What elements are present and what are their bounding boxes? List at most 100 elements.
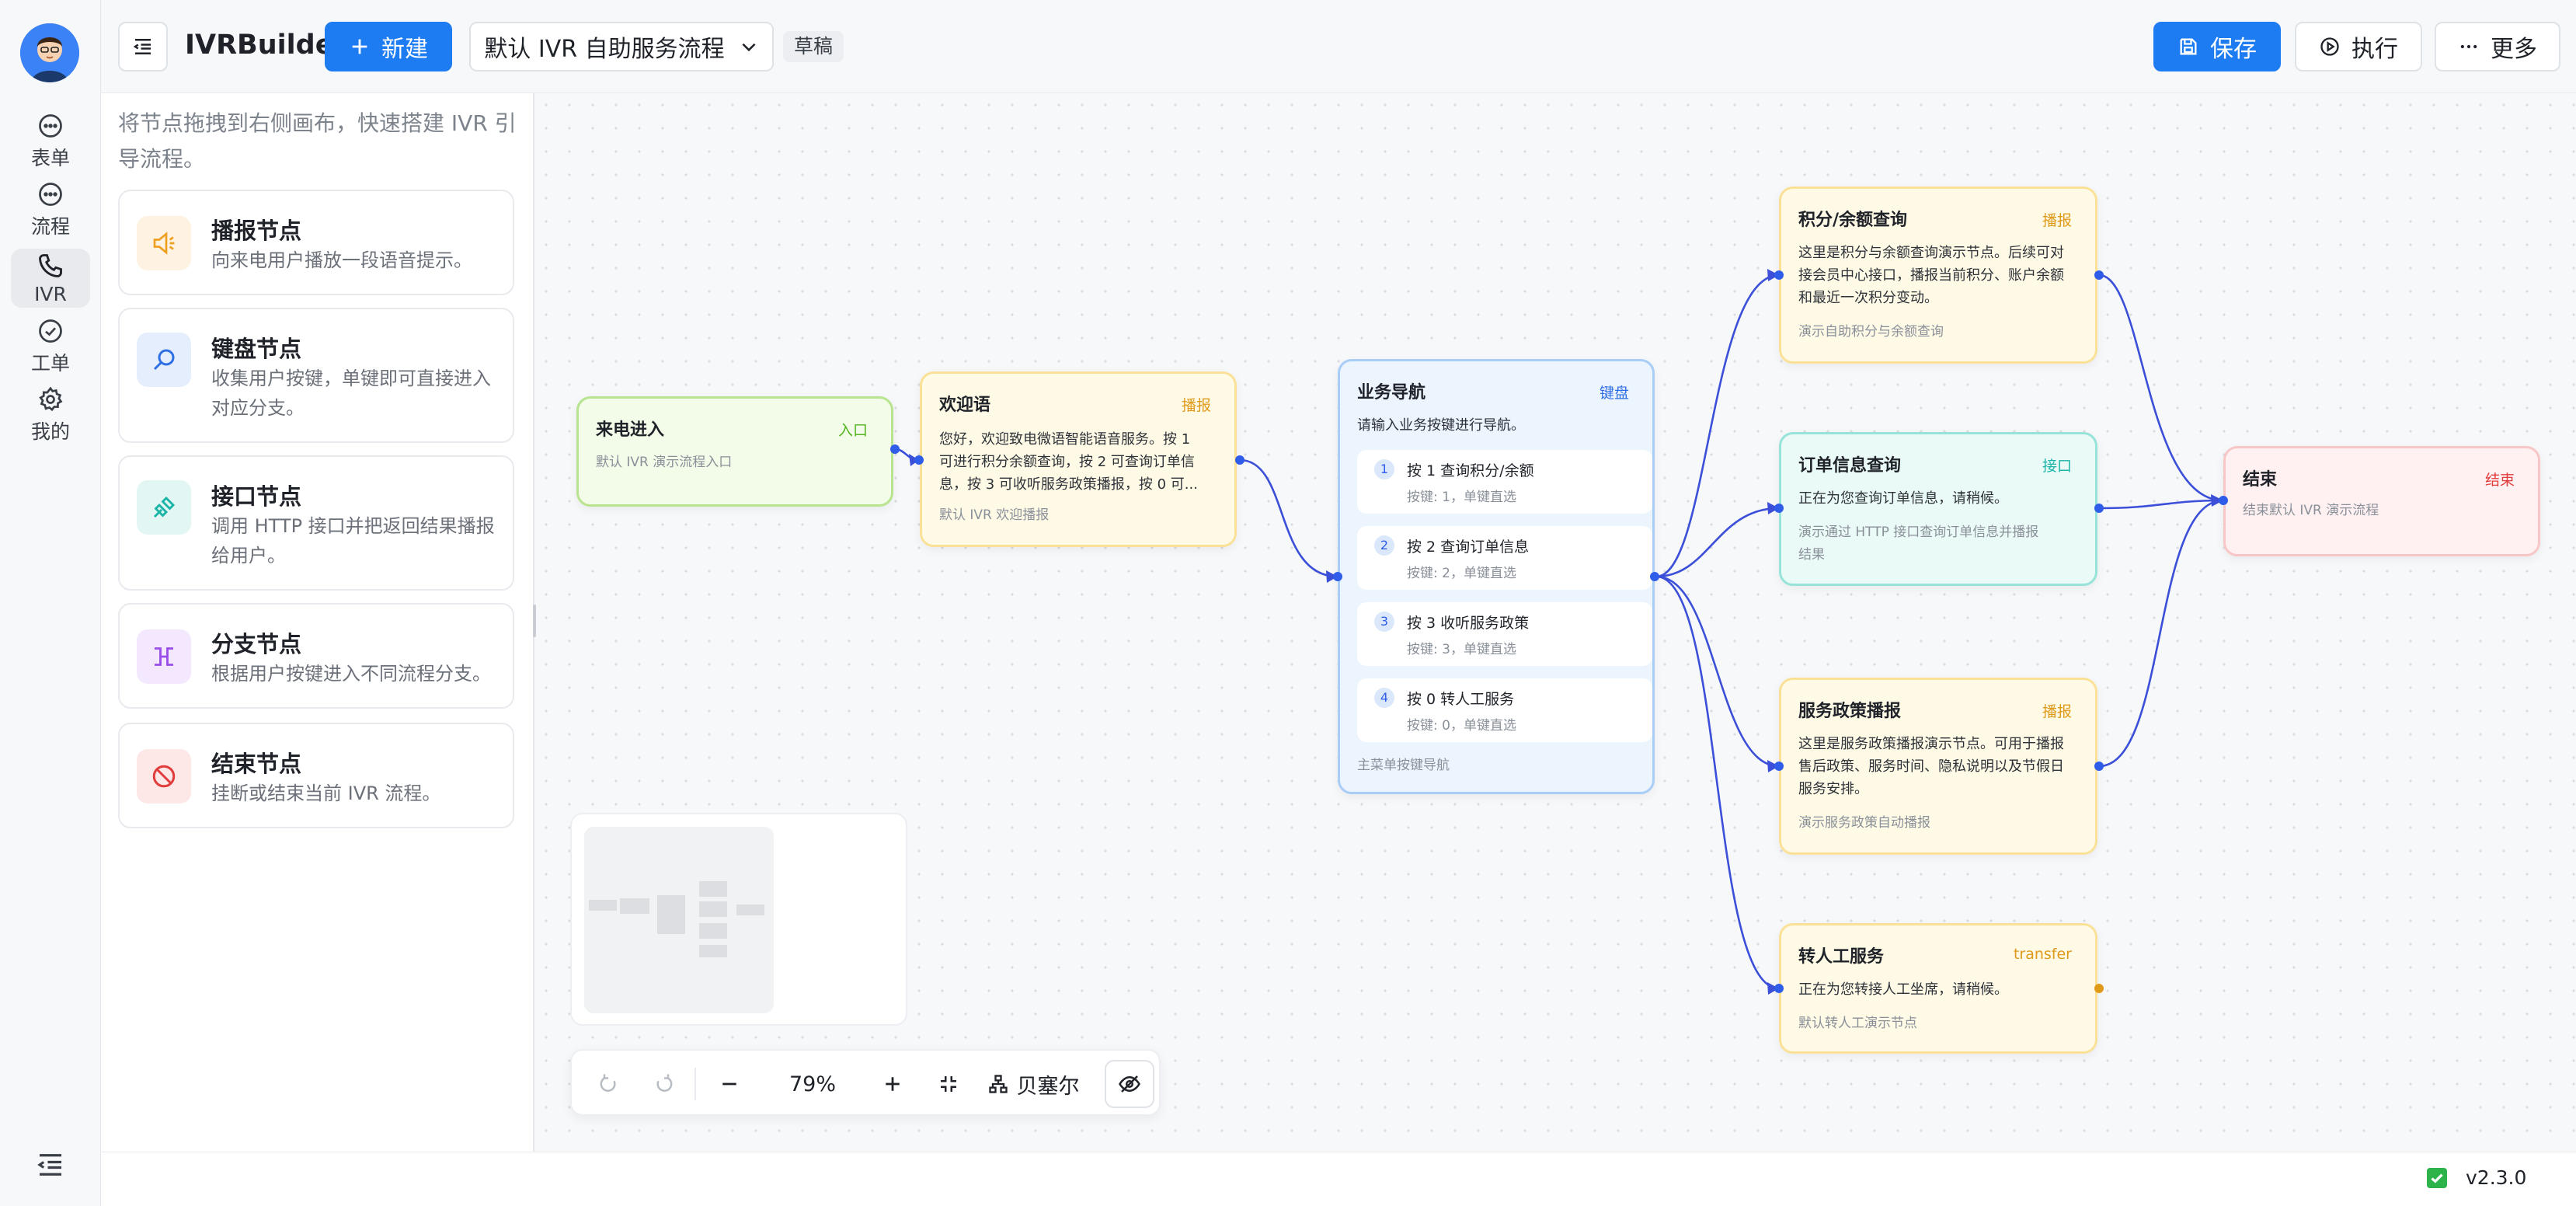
phone-icon xyxy=(39,253,62,277)
node-port[interactable] xyxy=(1235,455,1244,465)
toggle-sidebar-button[interactable] xyxy=(118,22,168,71)
fit-view-button[interactable] xyxy=(931,1066,966,1102)
check-circle-icon xyxy=(39,319,62,343)
node-port[interactable] xyxy=(1774,984,1784,993)
chevron-down-icon xyxy=(742,43,756,52)
app-title: IVRBuilder xyxy=(185,30,347,61)
node-port[interactable] xyxy=(2094,984,2104,993)
top-header: IVRBuilder 新建 默认 IVR 自助服务流程 草稿 保存 执行 更多 xyxy=(101,0,2576,93)
toggle-visibility-button[interactable] xyxy=(1105,1060,1154,1108)
toolbar-divider xyxy=(694,1068,696,1100)
node-type-tag: 结束 xyxy=(2484,472,2515,489)
plus-icon xyxy=(886,1077,900,1091)
redo-button[interactable] xyxy=(646,1066,682,1102)
node-type-tag: 播报 xyxy=(2042,212,2072,229)
node-port[interactable] xyxy=(2094,504,2104,513)
node-welcome[interactable]: 欢迎语 播报 您好，欢迎致电微语智能语音服务。按 1 可进行积分余额查询，按 2… xyxy=(920,371,1237,547)
node-entry[interactable]: 来电进入 入口 默认 IVR 演示流程入口 xyxy=(576,396,893,507)
rail-item-label: IVR xyxy=(34,282,67,305)
node-port[interactable] xyxy=(2219,496,2228,505)
edge-style-button[interactable]: 贝塞尔 xyxy=(985,1066,1081,1102)
plug-icon xyxy=(137,480,191,535)
palette-item-broadcast[interactable]: 播报节点 向来电用户播放一段语音提示。 xyxy=(118,190,514,295)
panel-resize-handle[interactable] xyxy=(533,605,536,637)
palette-item-end[interactable]: 结束节点 挂断或结束当前 IVR 流程。 xyxy=(118,723,514,828)
plus-icon xyxy=(352,39,367,54)
canvas-toolbar: 79% 贝塞尔 xyxy=(570,1049,1161,1116)
play-circle-icon xyxy=(2320,37,2339,56)
fit-view-icon xyxy=(941,1076,956,1092)
node-policy-broadcast[interactable]: 服务政策播报 播报 这里是服务政策播报演示节点。可用于播报 售后政策、服务时间、… xyxy=(1779,678,2097,855)
branch-icon xyxy=(137,629,191,684)
node-type-tag: transfer xyxy=(2013,946,2072,963)
ban-icon xyxy=(137,749,191,803)
minimap-node xyxy=(589,900,617,911)
minimap-node xyxy=(699,901,727,917)
check-badge-icon xyxy=(2427,1168,2447,1188)
node-port[interactable] xyxy=(1333,572,1342,581)
rail-item-mine[interactable]: 我的 xyxy=(11,385,90,444)
collapse-menu-icon[interactable] xyxy=(34,1148,67,1181)
avatar[interactable] xyxy=(20,23,79,82)
eye-off-icon xyxy=(1119,1075,1140,1093)
rail-item-flows[interactable]: 流程 xyxy=(11,180,90,239)
rail-item-forms[interactable]: 表单 xyxy=(11,112,90,171)
rail-item-label: 我的 xyxy=(30,420,70,443)
node-type-tag: 键盘 xyxy=(1599,385,1629,402)
rail-item-label: 流程 xyxy=(30,215,70,238)
palette-item-keypad[interactable]: 键盘节点 收集用户按键，单键即可直接进入对应分支。 xyxy=(118,308,514,443)
node-port[interactable] xyxy=(1774,762,1784,771)
left-rail: 表单 流程 IVR 工单 我的 xyxy=(0,0,101,1206)
minimap-node xyxy=(620,898,649,914)
rail-item-label: 工单 xyxy=(30,352,70,375)
palette-hint: 将节点拖拽到右侧画布，快速搭建 IVR 引导流程。 xyxy=(118,110,517,172)
palette-item-branch[interactable]: 分支节点 根据用户按键进入不同流程分支。 xyxy=(118,603,514,709)
gear-icon xyxy=(39,386,63,412)
node-transfer[interactable]: 转人工服务 transfer 正在为您转接人工坐席，请稍候。 默认转人工演示节点 xyxy=(1779,923,2097,1054)
flow-select[interactable]: 默认 IVR 自助服务流程 xyxy=(469,22,774,71)
search-icon xyxy=(137,333,191,387)
node-port[interactable] xyxy=(2094,762,2104,771)
node-port[interactable] xyxy=(1774,504,1784,513)
status-bar: v2.3.0 xyxy=(101,1152,2576,1206)
chat-bubble-icon xyxy=(39,183,62,206)
node-menu[interactable]: 业务导航 键盘 请输入业务按键进行导航。 1 按 1 查询积分/余额 按键: 1… xyxy=(1338,359,1655,794)
status-badge: 草稿 xyxy=(783,31,844,62)
undo-button[interactable] xyxy=(590,1066,626,1102)
chat-bubble-icon xyxy=(39,114,62,138)
menu-option[interactable]: 2 按 2 查询订单信息 按键: 2，单键直选 xyxy=(1357,526,1652,590)
node-points-query[interactable]: 积分/余额查询 播报 这里是积分与余额查询演示节点。后续可对 接会员中心接口，播… xyxy=(1779,186,2097,364)
zoom-out-button[interactable] xyxy=(712,1066,747,1102)
undo-icon xyxy=(600,1074,616,1092)
save-icon xyxy=(2180,38,2197,55)
node-port[interactable] xyxy=(1650,572,1659,581)
more-dots-icon xyxy=(2460,44,2477,49)
node-type-tag: 接口 xyxy=(2042,458,2072,475)
menu-option[interactable]: 4 按 0 转人工服务 按键: 0，单键直选 xyxy=(1357,678,1652,742)
zoom-in-button[interactable] xyxy=(875,1066,910,1102)
node-port[interactable] xyxy=(2094,270,2104,280)
rail-item-tickets[interactable]: 工单 xyxy=(11,317,90,376)
node-type-tag: 播报 xyxy=(1181,397,1211,414)
menu-option[interactable]: 3 按 3 收听服务政策 按键: 3，单键直选 xyxy=(1357,602,1652,666)
hierarchy-icon xyxy=(988,1075,1008,1093)
palette-item-api[interactable]: 接口节点 调用 HTTP 接口并把返回结果播报给用户。 xyxy=(118,455,514,591)
version-label: v2.3.0 xyxy=(2466,1166,2527,1189)
node-order-query[interactable]: 订单信息查询 接口 正在为您查询订单信息，请稍候。 演示通过 HTTP 接口查询… xyxy=(1779,432,2097,586)
more-button[interactable]: 更多 xyxy=(2435,22,2560,71)
node-end[interactable]: 结束 结束 结束默认 IVR 演示流程 xyxy=(2223,446,2540,556)
minimap[interactable] xyxy=(570,813,907,1026)
node-port[interactable] xyxy=(890,444,900,454)
save-button[interactable]: 保存 xyxy=(2153,22,2281,71)
minimap-node xyxy=(736,904,764,915)
minus-icon xyxy=(722,1082,736,1086)
rail-item-ivr[interactable]: IVR xyxy=(11,249,90,308)
rail-item-label: 表单 xyxy=(30,147,70,169)
minimap-node xyxy=(699,881,727,897)
node-port[interactable] xyxy=(1774,270,1784,280)
minimap-node xyxy=(699,923,727,939)
menu-option[interactable]: 1 按 1 查询积分/余额 按键: 1，单键直选 xyxy=(1357,450,1652,514)
node-port[interactable] xyxy=(914,455,924,465)
new-button[interactable]: 新建 xyxy=(325,22,452,71)
run-button[interactable]: 执行 xyxy=(2295,22,2422,71)
